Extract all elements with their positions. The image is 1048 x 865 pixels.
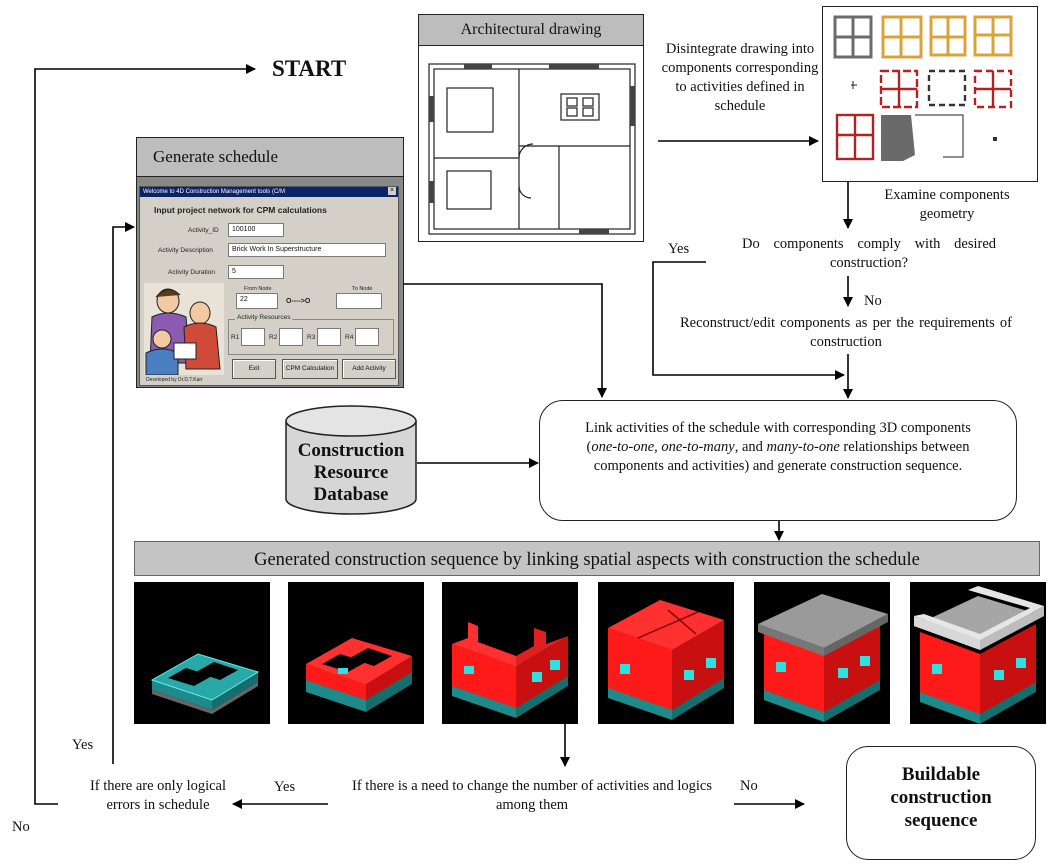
architectural-drawing-title: Architectural drawing — [419, 15, 643, 46]
sequence-header: Generated construction sequence by linki… — [134, 541, 1040, 576]
resource-field-r3[interactable] — [317, 328, 341, 346]
cpm-calculation-button[interactable]: CPM Calculation — [282, 359, 338, 379]
resource-field-r2[interactable] — [279, 328, 303, 346]
close-icon[interactable]: × — [388, 187, 396, 195]
link-text-em2: one-to-many — [661, 439, 735, 455]
sequence-step-5 — [754, 582, 890, 724]
database-label: Construction Resource Database — [288, 440, 414, 506]
resource-field-r1[interactable] — [241, 328, 265, 346]
logical-errors-text: If there are only logical errors in sche… — [89, 778, 227, 813]
foundation-render — [150, 653, 260, 714]
components-panel — [822, 6, 1038, 182]
low-walls-render — [306, 638, 412, 712]
resource-label-r3: R3 — [307, 334, 316, 341]
buildable-text: Buildable construction sequence — [890, 764, 992, 831]
activity-desc-label: Activity Description — [158, 247, 213, 254]
resource-label-r4: R4 — [345, 334, 354, 341]
exit-button[interactable]: Exit — [232, 359, 276, 379]
no-label-change: No — [740, 778, 758, 794]
database-line-3: Database — [313, 484, 389, 505]
resource-label-r1: R1 — [231, 334, 240, 341]
dialog-window-title: Welcome to 4D Construction Management to… — [143, 189, 285, 195]
resource-label-r2: R2 — [269, 334, 278, 341]
dialog-heading: Input project network for CPM calculatio… — [154, 205, 327, 215]
sequence-step-3 — [442, 582, 578, 724]
generate-schedule-title: Generate schedule — [137, 138, 403, 177]
link-text-sep1: , — [654, 439, 662, 455]
examine-text: Examine components geometry — [884, 187, 1010, 222]
activity-id-field[interactable]: 100100 — [228, 223, 284, 237]
from-node-label: From Node — [244, 286, 272, 292]
reconstruct-text: Reconstruct/edit components as per the r… — [680, 315, 1012, 350]
to-node-label: To Node — [352, 286, 373, 292]
link-text-part1: Link activities of the schedule with cor… — [585, 420, 971, 455]
yes-label-comply: Yes — [668, 241, 690, 257]
database-line-2: Resource — [313, 462, 389, 483]
cpm-input-dialog: Welcome to 4D Construction Management to… — [139, 186, 399, 386]
dialog-title-bar: Welcome to 4D Construction Management to… — [140, 187, 398, 197]
roof-slab-render — [758, 594, 888, 722]
start-label: START — [272, 56, 347, 81]
database-line-1: Construction — [297, 440, 405, 461]
cartoon-illustration — [144, 283, 224, 375]
sequence-step-2 — [288, 582, 424, 724]
resource-field-r4[interactable] — [355, 328, 379, 346]
yes-label-change: Yes — [274, 779, 296, 795]
generate-schedule-panel: Generate schedule Welcome to 4D Construc… — [136, 137, 404, 388]
activity-id-label: Activity_ID — [188, 227, 219, 234]
disintegrate-text: Disintegrate drawing into components cor… — [661, 41, 819, 114]
comply-question: Do components comply with desired constr… — [742, 236, 996, 271]
activity-duration-field[interactable]: 5 — [228, 265, 284, 279]
architectural-drawing-panel: Architectural drawing — [418, 14, 644, 242]
link-text-part2: relationships between components and act… — [593, 439, 970, 474]
floor-plan-drawing — [428, 63, 636, 235]
resources-label: Activity Resources — [235, 314, 293, 321]
link-text-em1: one-to-one — [591, 439, 655, 455]
from-node-field[interactable]: 22 — [236, 293, 278, 309]
node-arrow: O---->O — [286, 298, 311, 305]
no-label-comply: No — [864, 293, 882, 309]
link-activities-box: Link activities of the schedule with cor… — [539, 400, 1017, 521]
activity-resources-group: Activity Resources R1 R2 R3 R4 — [228, 314, 394, 355]
sequence-step-1 — [134, 582, 270, 724]
activity-desc-field[interactable]: Brick Work In Superstructure — [228, 243, 386, 257]
link-text-em3: many-to-one — [766, 439, 840, 455]
link-text-sep2: , and — [734, 439, 767, 455]
parapet-render — [914, 586, 1044, 724]
full-walls-render — [608, 600, 724, 720]
database-cylinder — [285, 405, 417, 515]
activity-duration-label: Activity Duration — [168, 269, 215, 276]
developer-note: Developed by Dr.D.T.Karr — [146, 377, 203, 383]
add-activity-button[interactable]: Add Activity — [342, 359, 396, 379]
component-pieces — [833, 15, 1013, 161]
sequence-step-4 — [598, 582, 734, 724]
need-change-text: If there is a need to change the number … — [352, 778, 712, 813]
buildable-box: Buildable construction sequence — [846, 746, 1036, 860]
partial-walls-render — [452, 622, 568, 718]
yes-label-logical: Yes — [72, 737, 94, 753]
to-node-field[interactable] — [336, 293, 382, 309]
sequence-step-6 — [910, 582, 1046, 724]
no-label-logical: No — [12, 819, 30, 835]
